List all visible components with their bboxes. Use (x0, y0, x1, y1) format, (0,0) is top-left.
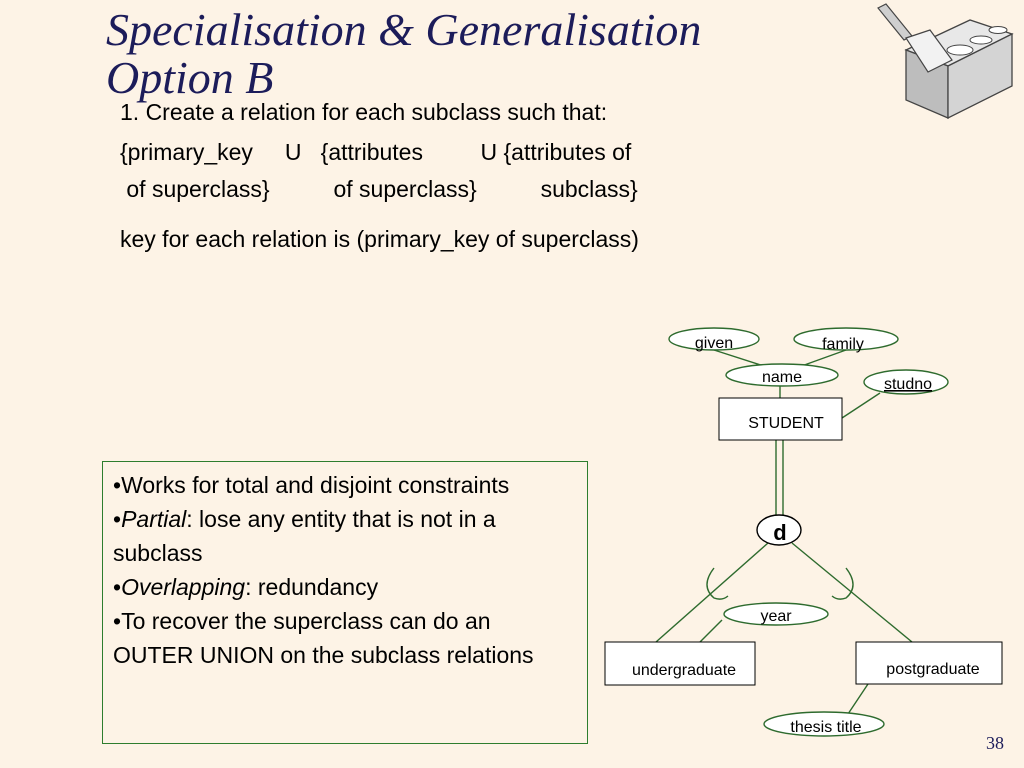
subset-arc-right (831, 567, 854, 600)
attr-year: year (723, 602, 829, 626)
slide-title-line-1: Specialisation & Generalisation (106, 4, 702, 55)
slide-title-line-2: Option B (106, 52, 274, 103)
disjoint-symbol: d (773, 520, 786, 545)
note-text: : redundancy (245, 574, 379, 600)
entity-student-label: STUDENT (748, 415, 824, 432)
entity-undergraduate: undergraduate (604, 641, 756, 686)
attr-year-label: year (760, 608, 792, 625)
entity-undergraduate-label: undergraduate (632, 662, 736, 679)
attr-studno: studno (863, 369, 949, 395)
slide-title: Specialisation & Generalisation Option B (106, 6, 866, 102)
attr-given-label: given (695, 335, 733, 352)
disjoint-circle: d (756, 514, 802, 546)
bullet: • (113, 506, 122, 532)
note-emphasis: Partial (121, 506, 187, 532)
attr-given: given (668, 327, 760, 352)
key-line: key for each relation is (primary_key of… (120, 226, 639, 252)
entity-postgraduate: postgraduate (855, 641, 1003, 685)
note-text: To recover the superclass can do an OUTE… (113, 608, 534, 668)
bullet: • (113, 472, 122, 498)
link-d-postgraduate (791, 542, 913, 643)
attr-name-label: name (762, 369, 802, 386)
rule-line-3: of superclass} of superclass} subclass} (120, 176, 638, 202)
note-text: : lose any entity that is not in a subcl… (113, 506, 496, 566)
attr-studno-label: studno (884, 376, 932, 393)
link-year-undergraduate (699, 619, 723, 643)
bullet: • (113, 574, 122, 600)
subset-arc-left (706, 567, 729, 600)
link-studno-student (841, 392, 881, 419)
attr-family: family (793, 327, 899, 353)
entity-student: STUDENT (718, 397, 843, 441)
link-postgraduate-thesis (847, 683, 869, 715)
note-item: •Partial: lose any entity that is not in… (113, 502, 577, 570)
rule-line-2: {primary_key U {attributes U {attributes… (120, 139, 632, 165)
note-item: •Overlapping: redundancy (113, 570, 577, 604)
rule-line-1: 1. Create a relation for each subclass s… (120, 99, 608, 125)
note-item: •Works for total and disjoint constraint… (113, 468, 577, 502)
bullet: • (113, 608, 122, 634)
page-number: 38 (986, 733, 1004, 753)
notes-box: •Works for total and disjoint constraint… (102, 461, 588, 744)
entity-postgraduate-label: postgraduate (886, 661, 980, 678)
attr-thesis-title: thesis title (763, 711, 885, 737)
note-text: Works for total and disjoint constraints (121, 472, 510, 498)
link-d-undergraduate (655, 542, 769, 643)
attr-family-label: family (822, 336, 864, 353)
attr-thesis-title-label: thesis title (790, 719, 861, 736)
note-item: •To recover the superclass can do an OUT… (113, 604, 577, 672)
attr-name: name (725, 363, 839, 387)
note-emphasis: Overlapping (121, 574, 246, 600)
